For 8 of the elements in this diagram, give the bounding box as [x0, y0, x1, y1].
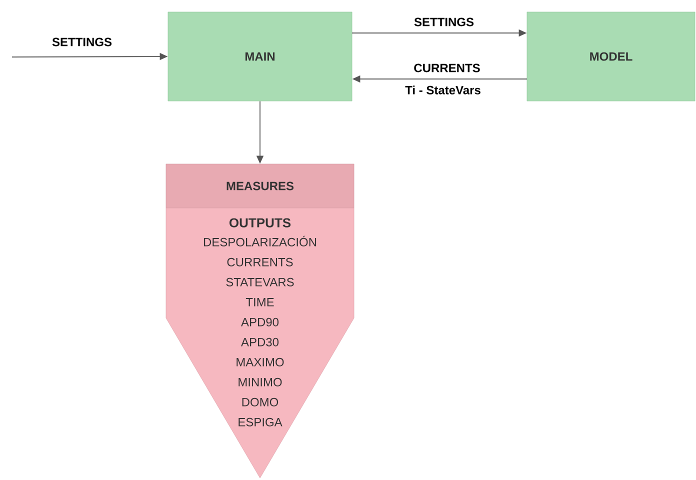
edge-label: CURRENTS [414, 64, 480, 72]
edge-label: SETTINGS [414, 18, 474, 26]
process-box: MAIN [168, 12, 352, 102]
process-box: MODEL [526, 12, 696, 102]
header-band: MEASURES [166, 164, 354, 208]
output-pentagon: OUTPUTS DESPOLARIZACIÓN CURRENTS STATEVARS TIME APD90 APD30 MAXIMO MINIMO DOMO ESPIGA [166, 208, 354, 478]
edge-note: Ti - StateVars [405, 86, 480, 94]
edge-label: SETTINGS [52, 38, 112, 46]
